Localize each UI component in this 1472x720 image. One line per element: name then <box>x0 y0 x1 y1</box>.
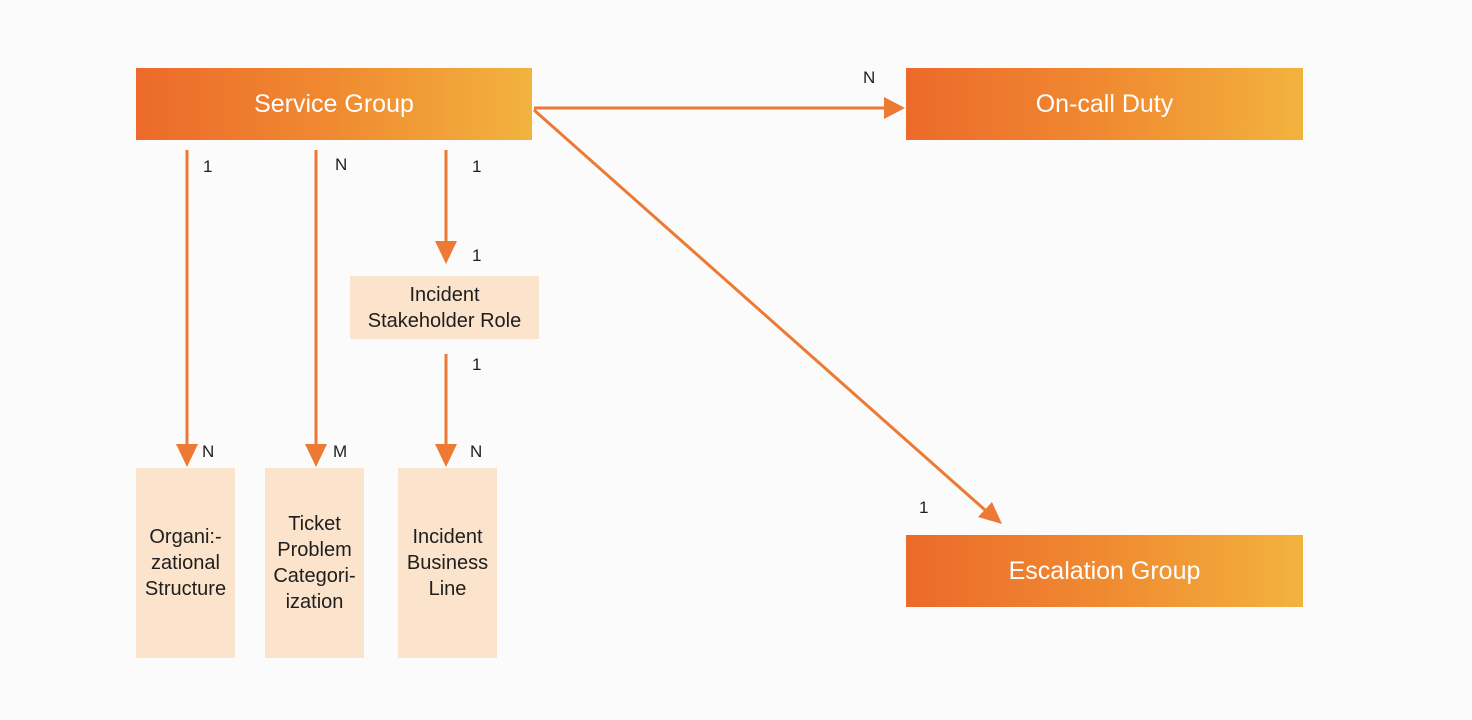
service-group-node: Service Group <box>136 68 532 140</box>
organizational-structure-node: Organi:- zational Structure <box>136 468 235 658</box>
edge-service-group-to-incident-stakeholder-role <box>435 150 457 264</box>
incident-stakeholder-role-label: Incident Stakeholder Role <box>367 283 522 332</box>
cardinality-role-source: 1 <box>472 157 482 176</box>
cardinality-business-line-source: 1 <box>472 355 482 374</box>
cardinality-organizational-target: N <box>202 442 215 461</box>
edge-service-group-to-on-call-duty <box>534 97 905 119</box>
cardinality-on-call-duty-target: N <box>863 68 876 87</box>
incident-business-line-node: Incident Business Line <box>398 468 497 658</box>
escalation-group-node: Escalation Group <box>906 535 1303 607</box>
ticket-problem-categorization-label: Ticket Problem Categori- ization <box>273 513 356 613</box>
cardinality-organizational-source: 1 <box>203 157 213 176</box>
cardinality-business-line-target: N <box>470 442 483 461</box>
cardinality-escalation-target: 1 <box>919 498 929 517</box>
edge-service-group-to-organizational-structure <box>176 150 198 467</box>
cardinality-ticket-target: M <box>333 442 348 461</box>
organizational-structure-label: Organi:- zational Structure <box>144 526 227 600</box>
on-call-duty-label: On-call Duty <box>1035 89 1174 118</box>
edge-service-group-to-escalation-group <box>533 108 1002 524</box>
cardinality-ticket-source: N <box>335 155 348 174</box>
on-call-duty-node: On-call Duty <box>906 68 1303 140</box>
cardinality-role-target: 1 <box>472 246 482 265</box>
edge-incident-stakeholder-role-to-incident-business-line <box>435 354 457 467</box>
service-group-label: Service Group <box>254 89 414 118</box>
incident-business-line-label: Incident Business Line <box>406 526 489 600</box>
edge-service-group-to-ticket-problem-categorization <box>305 150 327 467</box>
escalation-group-label: Escalation Group <box>1008 556 1201 585</box>
incident-stakeholder-role-node: Incident Stakeholder Role <box>350 276 539 339</box>
ticket-problem-categorization-node: Ticket Problem Categori- ization <box>265 468 364 658</box>
